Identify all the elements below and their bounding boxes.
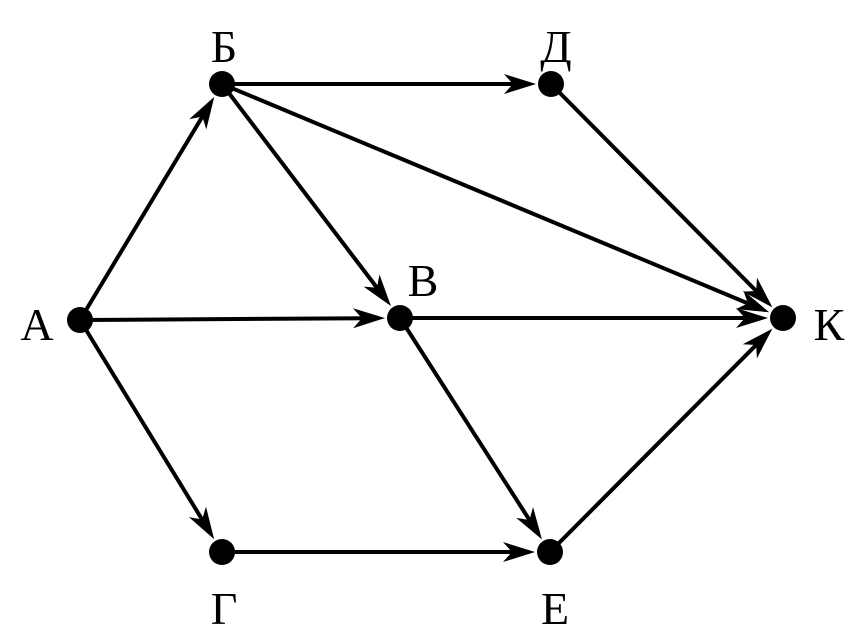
edge-e-k xyxy=(548,328,773,554)
edge-g-e xyxy=(222,542,535,562)
node-label-k: К xyxy=(814,299,845,350)
edge-v-e xyxy=(398,316,542,540)
node-d xyxy=(538,71,564,97)
arrowhead-icon xyxy=(742,277,773,308)
node-b xyxy=(209,71,235,97)
edge-d-k xyxy=(549,82,773,308)
node-label-b: Б xyxy=(211,21,237,72)
arrowhead-icon xyxy=(504,74,536,94)
edge-b-d xyxy=(222,74,536,94)
edge-line xyxy=(221,82,755,308)
node-k xyxy=(770,305,796,331)
node-v xyxy=(387,305,413,331)
arrowhead-icon xyxy=(188,506,215,540)
edge-v-k xyxy=(400,308,768,328)
arrowhead-icon xyxy=(742,328,773,359)
node-label-d: Д xyxy=(540,21,571,72)
edge-line xyxy=(548,339,762,554)
node-g xyxy=(209,539,235,565)
edge-a-v xyxy=(79,308,386,329)
node-e xyxy=(537,539,563,565)
edge-line xyxy=(549,82,762,297)
arrowhead-icon xyxy=(503,542,535,562)
arrowhead-icon xyxy=(363,274,391,307)
edge-line xyxy=(398,316,535,526)
arrowhead-icon xyxy=(352,308,386,329)
edge-line xyxy=(78,318,207,526)
node-label-v: В xyxy=(408,255,439,306)
edge-line xyxy=(78,110,208,322)
nodes-layer xyxy=(67,71,796,565)
arrowhead-icon xyxy=(189,96,215,130)
labels-layer: А Б В Г Д Е К xyxy=(20,21,844,634)
edge-line xyxy=(220,82,383,294)
edge-a-b xyxy=(78,96,215,322)
edge-a-g xyxy=(78,318,215,540)
edge-b-v xyxy=(220,82,391,307)
edges-layer xyxy=(78,74,773,562)
arrowhead-icon xyxy=(735,290,770,313)
arrowhead-icon xyxy=(516,507,542,540)
edge-b-k xyxy=(221,82,770,313)
edge-line xyxy=(79,316,368,322)
arrowhead-icon xyxy=(736,308,768,328)
node-label-e: Е xyxy=(541,583,569,634)
node-a xyxy=(67,307,93,333)
node-label-a: А xyxy=(20,299,53,350)
node-label-g: Г xyxy=(211,583,238,634)
